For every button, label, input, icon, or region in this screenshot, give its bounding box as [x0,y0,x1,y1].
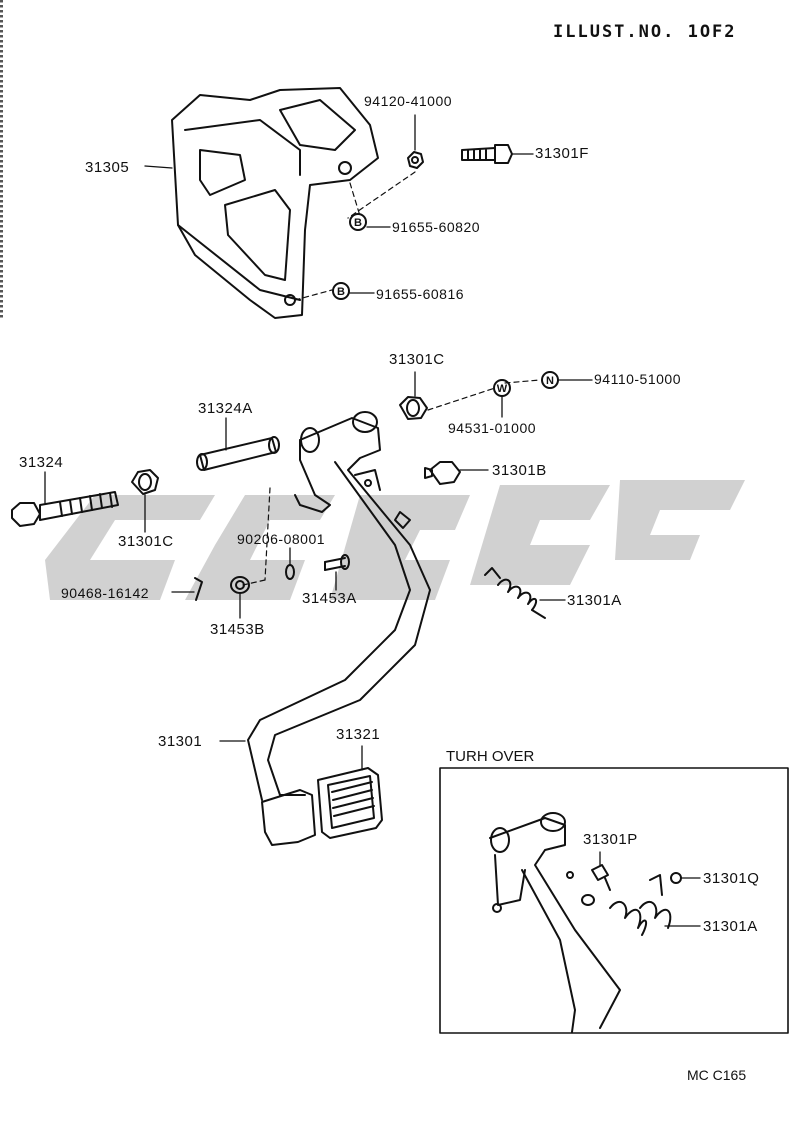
inset-small-parts [581,864,682,906]
clutch-pedal-arm [247,411,431,846]
clevis-pin [324,554,350,571]
label-31301: 31301 [158,733,203,750]
label-31301A-inset: 31301A [703,918,758,935]
marker-w-letter: W [497,383,508,395]
illustration-number: ILLUST.NO. 1OF2 [553,22,737,42]
label-31453A: 31453A [302,590,357,607]
inset-pedal-arm [489,812,621,1033]
label-31321: 31321 [336,726,381,743]
inset-title: TURH OVER [446,748,535,765]
nut-94120-41000 [407,151,424,169]
label-31301F: 31301F [535,145,589,162]
label-31301Q: 31301Q [703,870,760,887]
pin-90468 [194,577,203,601]
label-31301C-lower: 31301C [118,533,174,550]
inset-frame [439,767,789,1034]
pedal-shaft-sleeve [196,436,280,471]
dashed-leaders [242,171,541,586]
label-31324: 31324 [19,454,64,471]
marker-b-lower-letter: B [337,286,345,298]
marker-n-letter: N [546,375,554,387]
label-31301P: 31301P [583,831,638,848]
label-91655-60816: 91655-60816 [376,286,465,302]
label-90206-08001: 90206-08001 [237,531,326,547]
illustration-code: MC C165 [687,1067,747,1083]
pedal-pad [317,767,383,839]
label-31453B: 31453B [210,621,265,638]
bushing-31453B [230,576,250,594]
bolt-31301F [461,144,513,164]
label-94120-41000: 94120-41000 [364,93,453,109]
nut-31301C-upper [399,396,428,420]
bolt-marker-b-upper [349,213,367,231]
left-margin-dotted-line [0,0,3,320]
marker-b-upper-letter: B [354,217,362,229]
label-31305: 31305 [85,159,130,176]
label-94110-51000: 94110-51000 [594,371,681,387]
label-31324A: 31324A [198,400,253,417]
label-31301C-upper: 31301C [389,351,445,368]
label-31301A: 31301A [567,592,622,609]
watermark-logo [45,480,745,600]
label-91655-60820: 91655-60820 [392,219,481,235]
return-spring [484,567,546,619]
label-94531-01000: 94531-01000 [448,420,537,436]
bolt-marker-b-lower [332,282,350,300]
stopper-cushion [424,461,461,485]
label-90468-16142: 90468-16142 [61,585,150,601]
inset-spring [604,874,672,936]
pedal-bracket [171,87,379,319]
nut-31301C-lower [131,469,159,495]
label-31301B: 31301B [492,462,547,479]
pivot-bolt-31324 [11,491,119,527]
